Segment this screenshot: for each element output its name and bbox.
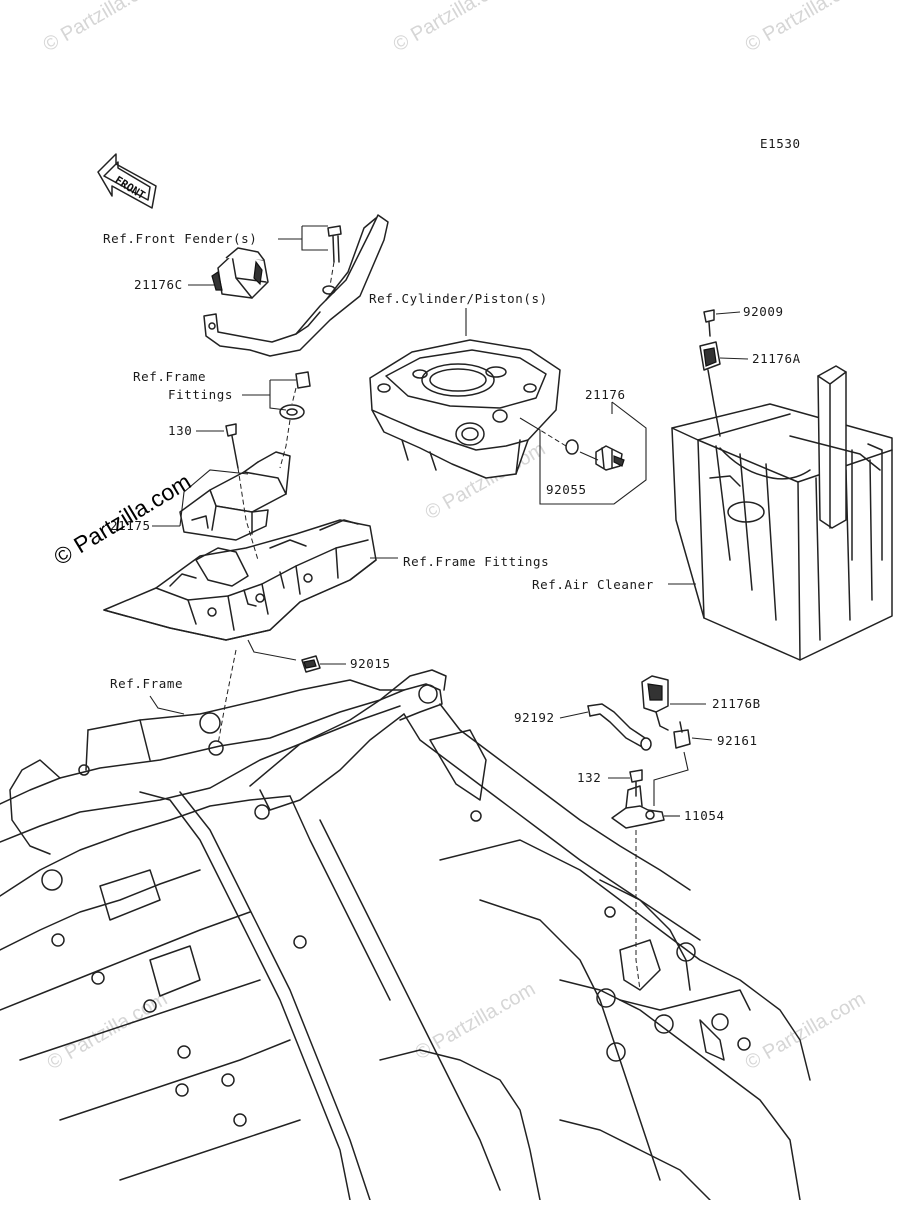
label-ref-air-cleaner: Ref.Air Cleaner — [532, 577, 654, 592]
frame — [0, 669, 811, 1201]
watermark: © Partzilla.com — [412, 978, 540, 1064]
front-bracket-assembly — [203, 214, 389, 357]
label-92009: 92009 — [743, 304, 784, 319]
label-ref-frame-fittings-top-2: Fittings — [168, 387, 233, 402]
watermark: © Partzilla.com — [742, 0, 870, 56]
callout-labels: Ref.Front Fender(s) 21176C Ref.Cylinder/… — [103, 231, 801, 823]
label-21175: 21175 — [110, 518, 151, 533]
map-sensor-assembly — [587, 675, 691, 829]
label-ref-front-fender: Ref.Front Fender(s) — [103, 231, 257, 246]
label-21176a: 21176A — [752, 351, 801, 366]
label-ref-frame-fittings-top-1: Ref.Frame — [133, 369, 206, 384]
diagram-code: E1530 — [760, 136, 801, 151]
label-92161: 92161 — [717, 733, 758, 748]
label-ref-frame: Ref.Frame — [110, 676, 183, 691]
watermark: © Partzilla.com — [40, 0, 168, 56]
leader-lines — [149, 225, 749, 991]
air-cleaner-box — [671, 309, 893, 661]
temp-sensor-21176 — [565, 439, 625, 471]
label-92192: 92192 — [514, 710, 555, 725]
ecu-and-tray — [103, 371, 377, 673]
label-92055: 92055 — [546, 482, 587, 497]
label-92015: 92015 — [350, 656, 391, 671]
label-132: 132 — [577, 770, 601, 785]
label-ref-cylinder-piston: Ref.Cylinder/Piston(s) — [369, 291, 548, 306]
label-21176b: 21176B — [712, 696, 761, 711]
label-130: 130 — [168, 423, 192, 438]
cylinder-head — [369, 339, 561, 479]
watermark-prominent: © Partzilla.com — [49, 468, 195, 570]
label-ref-frame-fittings: Ref.Frame Fittings — [403, 554, 549, 569]
label-21176c: 21176C — [134, 277, 183, 292]
watermark: © Partzilla.com — [390, 0, 518, 56]
label-11054: 11054 — [684, 808, 725, 823]
front-arrow-icon: FRONT — [97, 153, 157, 209]
label-21176: 21176 — [585, 387, 626, 402]
